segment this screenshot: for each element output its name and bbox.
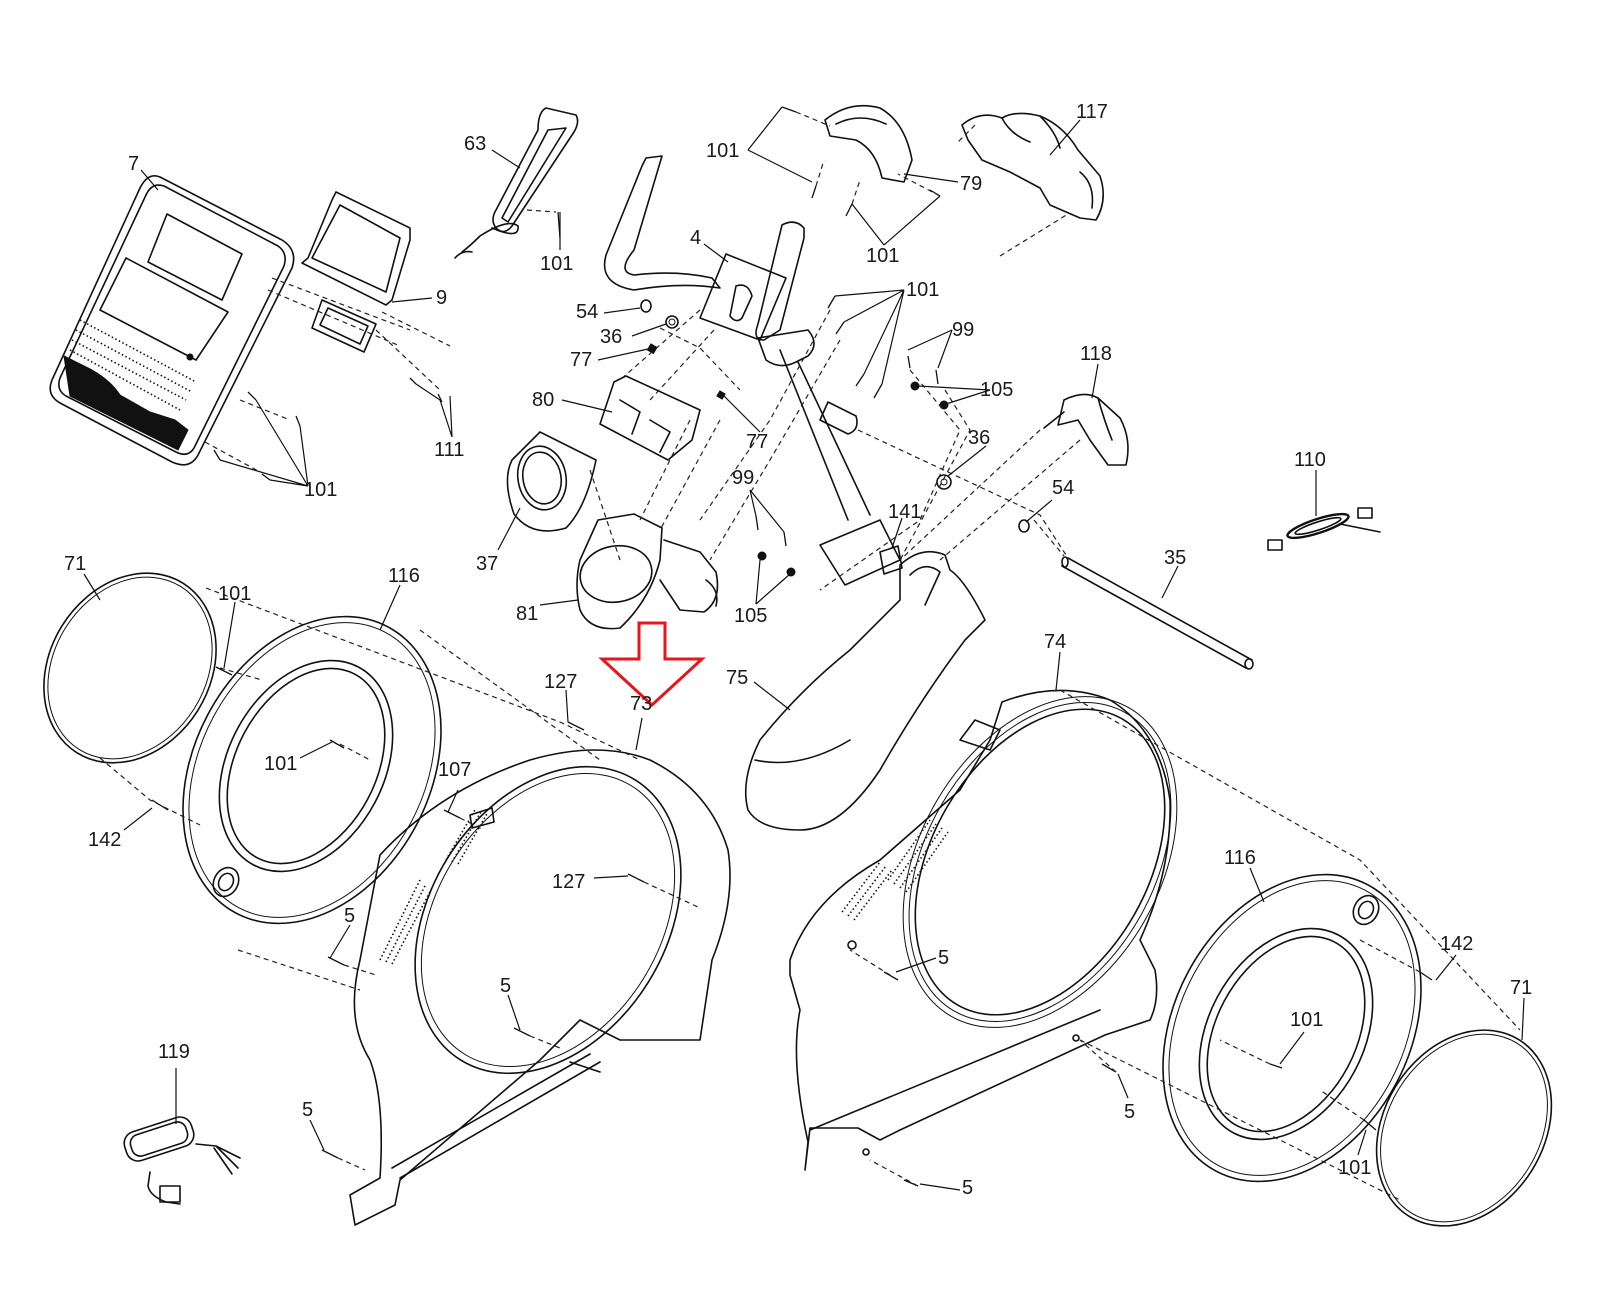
part-label: 77 bbox=[746, 431, 768, 453]
pulse-grip-part-63 bbox=[454, 107, 579, 259]
part-label: 119 bbox=[158, 1041, 190, 1063]
part-label-highlighted: 73 bbox=[630, 693, 652, 715]
power-cord-part-119 bbox=[123, 1116, 241, 1205]
part-label: 9 bbox=[436, 287, 447, 309]
part-label: 101 bbox=[1290, 1009, 1323, 1031]
part-label: 116 bbox=[388, 565, 420, 587]
disc-ring-part-116-left bbox=[182, 615, 442, 925]
part-label: 118 bbox=[1080, 343, 1112, 365]
part-label: 107 bbox=[438, 759, 471, 781]
part-label: 54 bbox=[576, 301, 598, 323]
part-label: 141 bbox=[888, 501, 921, 523]
right-shield-part-74 bbox=[789, 689, 1178, 1171]
part-label: 142 bbox=[1440, 933, 1473, 955]
part-label: 35 bbox=[1164, 547, 1186, 569]
part-label: 99 bbox=[732, 467, 754, 489]
wire-harness-part-110 bbox=[1267, 507, 1381, 551]
part-label: 105 bbox=[980, 379, 1013, 401]
console-part-7 bbox=[49, 175, 295, 466]
disc-cover-part-71-right bbox=[1375, 1029, 1553, 1227]
upright-cover-part-75 bbox=[744, 550, 986, 831]
side-cover-part-118 bbox=[1043, 393, 1129, 466]
disc-cover-part-71-left bbox=[43, 572, 217, 764]
part-label: 101 bbox=[866, 245, 899, 267]
part-label: 77 bbox=[570, 349, 592, 371]
part-label: 117 bbox=[1076, 101, 1108, 123]
part-label: 79 bbox=[960, 173, 982, 195]
part-label: 105 bbox=[734, 605, 767, 627]
part-label: 5 bbox=[1124, 1101, 1135, 1123]
part-label: 63 bbox=[464, 133, 486, 155]
leader-lines bbox=[83, 106, 1525, 1191]
part-label: 142 bbox=[88, 829, 121, 851]
left-shield-part-73 bbox=[349, 749, 731, 1226]
part-label: 5 bbox=[302, 1099, 313, 1121]
part-label: 37 bbox=[476, 553, 498, 575]
part-label: 5 bbox=[500, 975, 511, 997]
front-handlebar-cover-part-79 bbox=[824, 104, 913, 183]
part-label: 7 bbox=[128, 153, 139, 175]
part-label: 101 bbox=[304, 479, 337, 501]
part-label: 101 bbox=[218, 583, 251, 605]
cup-holder-part-37 bbox=[506, 431, 597, 532]
part-label: 101 bbox=[540, 253, 573, 275]
part-label: 111 bbox=[434, 439, 464, 461]
part-label: 110 bbox=[1294, 449, 1326, 471]
part-label: 71 bbox=[64, 553, 86, 575]
part-label: 127 bbox=[544, 671, 577, 693]
hardware-small bbox=[640, 299, 1030, 577]
highlight-arrow bbox=[598, 621, 706, 708]
part-label: 36 bbox=[600, 326, 622, 348]
part-label: 101 bbox=[706, 140, 739, 162]
part-label: 127 bbox=[552, 871, 585, 893]
part-label: 101 bbox=[1338, 1157, 1371, 1179]
part-label: 101 bbox=[264, 753, 297, 775]
part-label: 36 bbox=[968, 427, 990, 449]
part-label: 74 bbox=[1044, 631, 1066, 653]
disc-ring-part-116-right bbox=[1162, 873, 1422, 1183]
part-label: 101 bbox=[906, 279, 939, 301]
part-label: 5 bbox=[962, 1177, 973, 1199]
lower-upright-cover-part-81 bbox=[576, 513, 719, 630]
part-label: 4 bbox=[690, 227, 701, 249]
part-label: 54 bbox=[1052, 477, 1074, 499]
upper-cover-part-117 bbox=[961, 112, 1104, 221]
part-label: 99 bbox=[952, 319, 974, 341]
screws bbox=[151, 106, 1433, 1187]
down-arrow-icon bbox=[598, 621, 706, 708]
axle-rod-part-35 bbox=[1061, 556, 1254, 670]
part-label: 81 bbox=[516, 603, 538, 625]
part-label: 5 bbox=[344, 905, 355, 927]
part-label: 116 bbox=[1224, 847, 1256, 869]
part-label: 75 bbox=[726, 667, 748, 689]
console-bracket-part-9 bbox=[301, 191, 411, 353]
part-label: 5 bbox=[938, 947, 949, 969]
part-label: 80 bbox=[532, 389, 554, 411]
part-label: 71 bbox=[1510, 977, 1532, 999]
part-labels: 7 63 101 9 111 101 101 79 101 117 4 101 … bbox=[64, 101, 1532, 1199]
assembly-lines bbox=[99, 111, 1521, 1201]
rear-handlebar-cover-part-80 bbox=[599, 375, 701, 461]
